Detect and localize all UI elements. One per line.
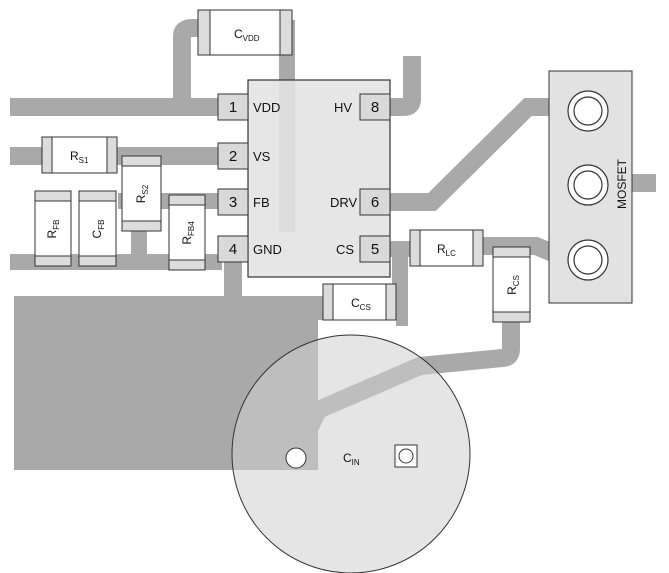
trace-drv-gate bbox=[390, 98, 570, 211]
svg-text:RFB4: RFB4 bbox=[180, 221, 196, 245]
svg-text:RS1: RS1 bbox=[70, 149, 89, 165]
mosfet-label: MOSFET bbox=[615, 158, 629, 209]
trace-rcs-cin bbox=[291, 322, 520, 452]
resistor-rcs: RCS bbox=[492, 246, 531, 323]
resistor-rs2: RS2 bbox=[121, 155, 162, 232]
resistor-rs1: RS1 bbox=[41, 136, 118, 174]
pin-5-cs: 5 CS bbox=[336, 235, 391, 263]
svg-text:FB: FB bbox=[253, 195, 270, 210]
capacitor-ccs: CCS bbox=[322, 283, 397, 321]
pin-6-drv: 6 DRV bbox=[330, 188, 391, 216]
svg-text:4: 4 bbox=[229, 241, 237, 258]
svg-text:RFB: RFB bbox=[45, 220, 61, 239]
svg-text:HV: HV bbox=[334, 100, 352, 115]
svg-text:CVDD: CVDD bbox=[234, 27, 260, 43]
svg-text:3: 3 bbox=[229, 194, 237, 211]
controller-ic: 1 VDD 2 VS 3 FB 4 GND 8 HV 6 DRV bbox=[217, 79, 391, 278]
trace-ccs-down bbox=[392, 249, 408, 326]
svg-text:1: 1 bbox=[229, 99, 237, 116]
svg-text:GND: GND bbox=[253, 242, 282, 257]
cin-label: CIN bbox=[343, 451, 360, 467]
resistor-rlc: RLC bbox=[409, 229, 484, 267]
svg-text:5: 5 bbox=[371, 241, 379, 258]
mosfet-pad-source bbox=[567, 239, 609, 281]
pin-2-vs: 2 VS bbox=[217, 142, 271, 170]
trace-cvdd-left bbox=[173, 19, 205, 107]
svg-text:CS: CS bbox=[336, 242, 354, 257]
cin-pad-square bbox=[394, 444, 418, 468]
cin-disc bbox=[231, 334, 471, 573]
capacitor-cfb: CFB bbox=[78, 190, 117, 267]
mosfet-pad-gate bbox=[567, 90, 609, 132]
trace-hv-right bbox=[390, 56, 421, 116]
cin-pad-round bbox=[285, 447, 307, 469]
input-capacitor: CIN bbox=[231, 334, 471, 573]
svg-text:6: 6 bbox=[371, 194, 379, 211]
svg-text:CFB: CFB bbox=[90, 220, 106, 239]
svg-text:2: 2 bbox=[229, 148, 237, 165]
capacitor-cvdd: CVDD bbox=[197, 9, 293, 56]
svg-text:RS2: RS2 bbox=[134, 184, 150, 203]
svg-text:RCS: RCS bbox=[505, 275, 521, 295]
svg-text:VS: VS bbox=[253, 149, 271, 164]
pin-3-fb: 3 FB bbox=[217, 188, 270, 216]
resistor-rfb4: RFB4 bbox=[168, 194, 206, 271]
svg-text:8: 8 bbox=[371, 99, 379, 116]
svg-text:CCS: CCS bbox=[351, 296, 371, 312]
mosfet: MOSFET bbox=[548, 70, 633, 304]
svg-text:VDD: VDD bbox=[253, 100, 280, 115]
svg-text:DRV: DRV bbox=[330, 195, 358, 210]
pin-4-gnd: 4 GND bbox=[217, 235, 282, 263]
resistor-rfb: RFB bbox=[34, 190, 72, 267]
pin-1-vdd: 1 VDD bbox=[217, 93, 280, 121]
pin-8-hv: 8 HV bbox=[334, 93, 391, 121]
mosfet-pad-drain bbox=[567, 164, 609, 206]
svg-text:RLC: RLC bbox=[437, 242, 456, 258]
